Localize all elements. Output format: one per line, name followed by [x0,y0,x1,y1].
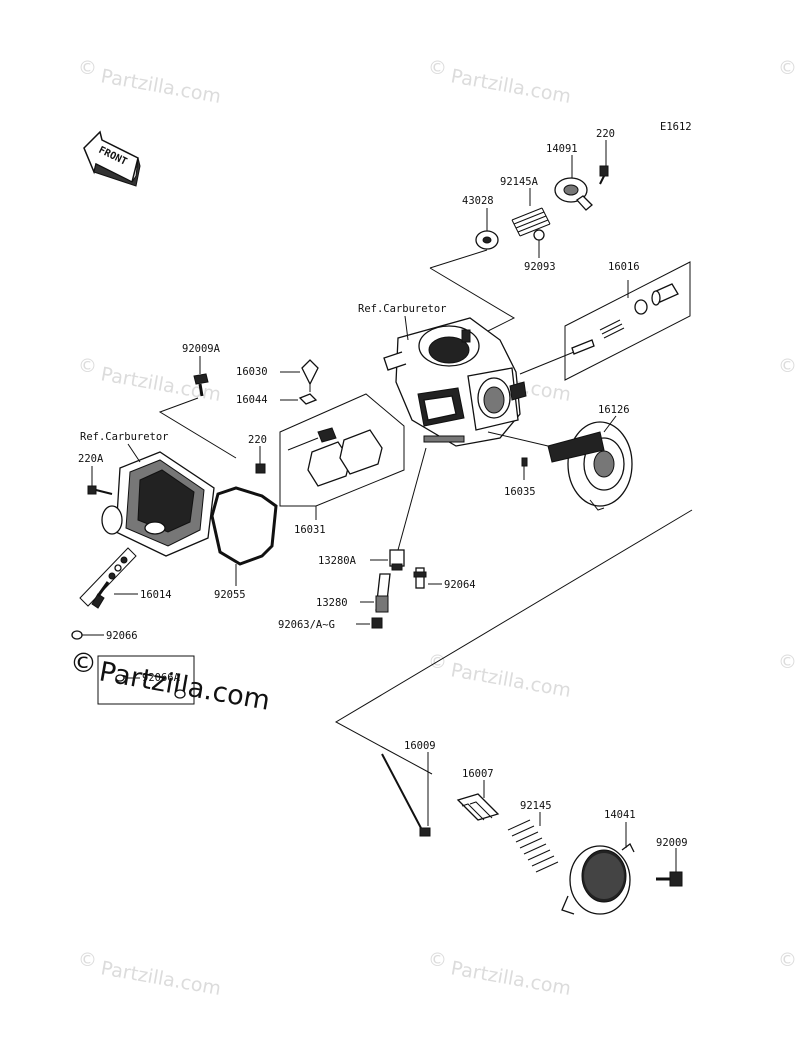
watermark-symbol-dark: © [70,648,97,679]
watermark-text: Partzilla.com [449,957,573,1000]
leader-16126 [603,415,617,433]
label-14041: 14041 [604,809,636,821]
part-92145A-spring [511,207,551,237]
label-16044: 16044 [236,394,268,406]
part-92145-spring [507,819,559,873]
watermark-text: Partzilla.com [99,65,223,108]
label-16007: 16007 [462,768,494,780]
label-16035: 16035 [504,486,536,498]
label-16016: 16016 [608,261,640,273]
part-220A-screw [87,485,113,495]
label-92066A: 92066A [142,672,181,684]
label-43028: 43028 [462,195,494,207]
part-14091-cover [554,177,593,211]
part-16030-needle-valve [301,359,319,392]
part-92066-o-ring [71,630,83,640]
part-220-screw-top [599,165,609,185]
part-92064-pilot-jet [413,567,427,589]
watermark-text: Partzilla.com [99,957,223,1000]
watermark-symbol: © [78,949,97,971]
label-16126: 16126 [598,404,630,416]
label-92145A: 92145A [500,176,539,188]
part-16007-holder [456,793,500,821]
label-92066: 92066 [106,630,138,642]
watermark-symbol: © [78,57,97,79]
label-220-mid: 220 [248,434,267,446]
label-92009: 92009 [656,837,688,849]
watermark-text: Partzilla.com [449,65,573,108]
watermark-text-dark: Partzilla.com [97,656,273,717]
label-16009: 16009 [404,740,436,752]
leader-ref-carb-top [404,315,409,341]
part-14041-cap [561,843,635,915]
part-92009A-screw [193,373,209,397]
label-92093: 92093 [524,261,556,273]
part-92063-main-jet [371,617,383,629]
label-92145: 92145 [520,800,552,812]
part-16009-jet-needle [381,753,431,837]
leader-92009A-bowl [158,397,237,459]
watermark-text: Partzilla.com [99,363,223,406]
part-16016-box [519,261,691,381]
label-16031: 16031 [294,524,326,536]
label-16014: 16014 [140,589,172,601]
part-13280A-jet-holder [389,549,405,571]
label-92063: 92063/A~G [278,619,335,631]
part-16126-diaphragm [547,421,633,511]
diagram-code: E1612 [660,121,692,133]
part-16035-jet [521,457,528,467]
label-ref-carburetor-left: Ref.Carburetor [80,431,169,443]
part-220-screw-mid [255,463,266,474]
part-16044-clip [298,393,318,405]
part-92055-gasket [210,486,278,566]
label-14091: 14091 [546,143,578,155]
float-bowl [101,451,215,557]
leader-ref-carb-left [127,443,141,463]
label-92064: 92064 [444,579,476,591]
leader-16126-body [487,431,549,447]
front-arrow-icon: FRONT [83,130,141,187]
label-13280: 13280 [316,597,348,609]
label-16030: 16030 [236,366,268,378]
watermark-symbol: © [778,57,797,79]
label-13280A: 13280A [318,555,357,567]
divider-line-bottom [334,509,693,775]
watermark-symbol: © [428,57,447,79]
label-92009A: 92009A [182,343,221,355]
part-13280-needle-jet [375,573,391,613]
label-220: 220 [596,128,615,140]
part-16031-float [279,393,405,507]
leader-jet-stack [397,447,427,551]
part-16014-pilot-screw [79,547,137,609]
watermark-symbol: © [778,355,797,377]
label-ref-carburetor-top: Ref.Carburetor [358,303,447,315]
watermark-symbol: © [428,949,447,971]
part-92066A-box [97,655,195,705]
leader-lines-top [429,140,607,336]
label-220A: 220A [78,453,104,465]
watermark-symbol: © [778,949,797,971]
part-92009-screw [656,871,683,887]
label-92055: 92055 [214,589,246,601]
part-92093-o-ring [533,229,545,241]
carburetor-body [383,317,527,447]
watermark-text: Partzilla.com [449,659,573,702]
part-43028-diaphragm [475,230,499,250]
watermark-symbol: © [78,355,97,377]
watermark-symbol: © [778,651,797,673]
